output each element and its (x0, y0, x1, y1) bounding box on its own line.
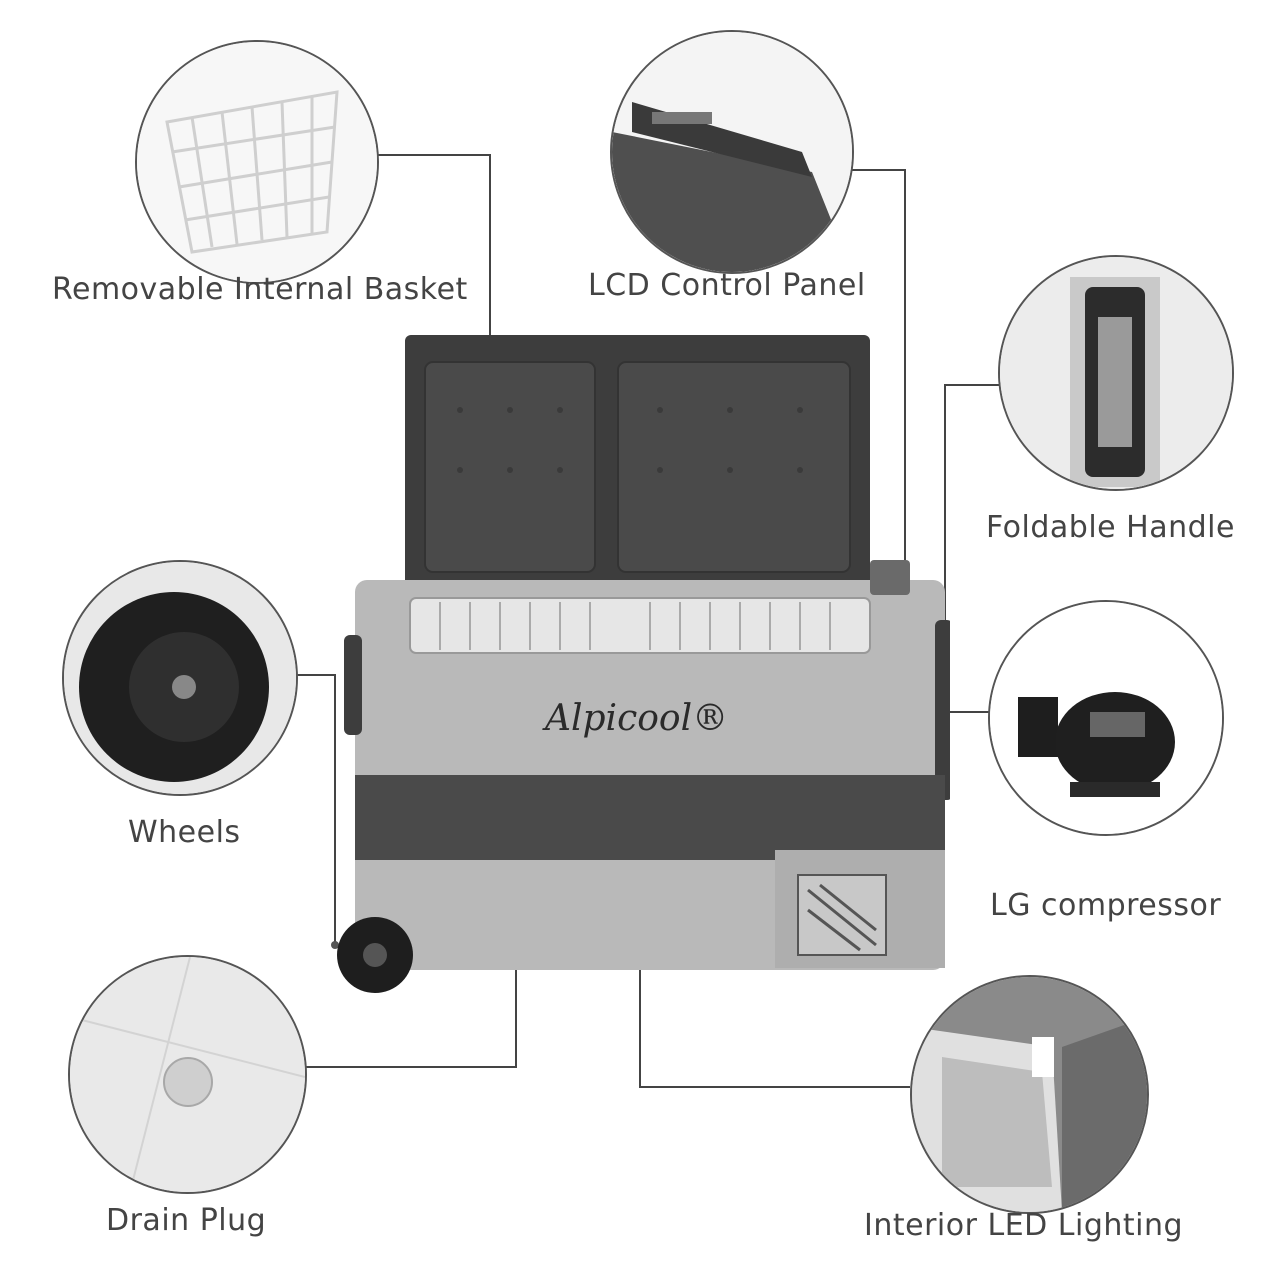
compressor-label: LG compressor (990, 888, 1222, 923)
fridge-illustration: Alpicool® (337, 335, 950, 993)
compressor-circle (988, 600, 1224, 836)
lcd-circle (610, 30, 854, 274)
led-label: Interior LED Lighting (864, 1208, 1184, 1243)
drain-label: Drain Plug (106, 1203, 267, 1238)
lcd-panel-image (612, 132, 852, 272)
led-light-image (1032, 1037, 1054, 1077)
led-circle (910, 975, 1149, 1214)
wheels-circle (62, 560, 298, 796)
basket-label: Removable Internal Basket (52, 272, 468, 307)
drain-circle (68, 955, 307, 1194)
drain-connector (305, 940, 517, 1068)
basket-image (165, 90, 339, 254)
brand-logo: Alpicool® (542, 698, 728, 739)
basket-circle (135, 40, 379, 284)
handle-connector (944, 384, 1000, 690)
compressor-image (1055, 692, 1175, 792)
wheels-connector (290, 674, 336, 945)
lcd-connector (848, 169, 906, 570)
lcd-label: LCD Control Panel (588, 268, 866, 303)
wheels-label: Wheels (128, 815, 241, 850)
drain-plug-image (163, 1057, 213, 1107)
fridge-basket (409, 597, 871, 654)
fridge-band (355, 775, 945, 860)
handle-label: Foldable Handle (986, 510, 1235, 545)
handle-circle (998, 255, 1234, 491)
